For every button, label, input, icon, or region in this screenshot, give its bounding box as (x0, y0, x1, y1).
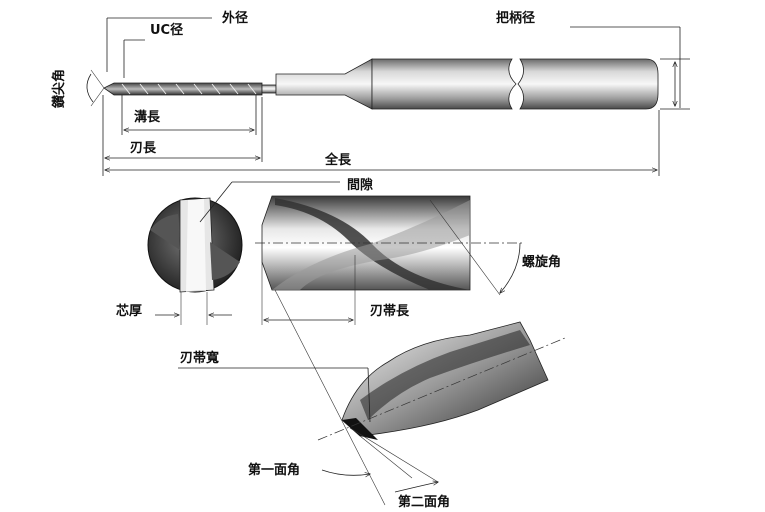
label-primary-angle: 第一面角 (248, 462, 300, 478)
label-outer-diameter: 外径 (221, 10, 248, 26)
flute-detail (255, 195, 525, 325)
cross-section (147, 181, 340, 325)
label-clearance: 間隙 (347, 177, 373, 193)
label-shank-diameter: 把柄径 (496, 10, 535, 26)
top-dimensions (86, 17, 690, 176)
label-margin-length: 刃帯長 (370, 303, 410, 319)
label-margin-width: 刃帯寬 (180, 350, 219, 366)
label-web-thickness: 芯厚 (116, 303, 142, 319)
label-cutting-length: 刃長 (130, 141, 157, 156)
label-secondary-angle: 第二面角 (398, 494, 450, 510)
drill-shank-left (371, 58, 517, 110)
drill-shank-right (517, 58, 659, 110)
label-uc-diameter: UC径 (150, 22, 183, 38)
drill-neck (261, 84, 277, 94)
label-flute-length: 溝長 (134, 109, 161, 125)
drill-body (275, 58, 373, 110)
label-point-angle: 鑚尖角 (51, 69, 67, 109)
drill-side-view (103, 58, 659, 110)
label-helix-angle: 螺旋角 (522, 254, 561, 270)
tip-detail (178, 289, 566, 506)
label-overall-length: 全長 (324, 152, 352, 168)
